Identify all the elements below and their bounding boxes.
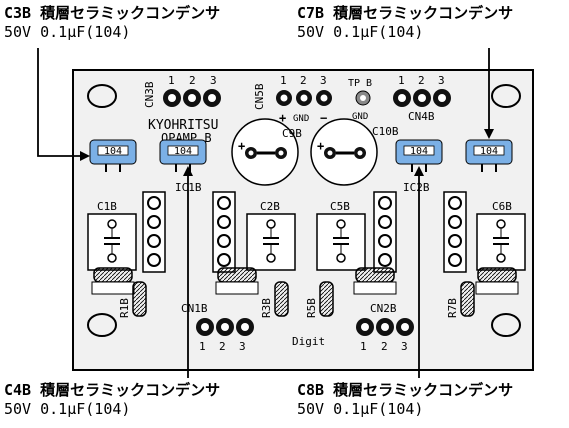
connector-cn4b: 1 2 3 CN4B bbox=[393, 74, 451, 123]
ceramic-capacitor-c4b: 104 bbox=[159, 139, 207, 172]
svg-text:3: 3 bbox=[401, 340, 408, 353]
mounting-hole bbox=[87, 313, 117, 337]
svg-text:R1B: R1B bbox=[118, 298, 131, 318]
svg-text:2: 2 bbox=[189, 74, 196, 87]
resistor-r1b: R1B bbox=[118, 281, 147, 318]
cn2b-label: CN2B bbox=[370, 302, 397, 315]
callout-c7b-spec: 50V 0.1μF(104) bbox=[297, 23, 424, 41]
capacitor-c6b: C6B bbox=[476, 200, 526, 271]
callout-c4b-title: C4B 積層セラミックコンデンサ bbox=[4, 381, 221, 399]
svg-text:3: 3 bbox=[239, 340, 246, 353]
svg-text:GND: GND bbox=[293, 114, 309, 124]
svg-text:1: 1 bbox=[360, 340, 367, 353]
callout-c7b: C7B 積層セラミックコンデンサ 50V 0.1μF(104) bbox=[297, 4, 513, 42]
callout-c8b-spec: 50V 0.1μF(104) bbox=[297, 400, 424, 418]
resistor-r5b: R5B bbox=[305, 281, 334, 318]
testpoint-tpb: TP B GND bbox=[348, 78, 372, 122]
svg-text:C5B: C5B bbox=[330, 200, 350, 213]
svg-text:GND: GND bbox=[352, 112, 368, 122]
capacitor-c1b: C1B bbox=[87, 200, 137, 271]
capacitor-c5b: C5B bbox=[316, 200, 366, 271]
svg-text:+: + bbox=[279, 111, 286, 125]
cn4b-label: CN4B bbox=[408, 110, 435, 123]
electrolytic-c10b: + C10B bbox=[310, 118, 399, 186]
svg-text:104: 104 bbox=[104, 146, 122, 157]
svg-text:1: 1 bbox=[199, 340, 206, 353]
svg-text:104: 104 bbox=[174, 146, 192, 157]
svg-text:3: 3 bbox=[210, 74, 217, 87]
ceramic-capacitor-c7b: 104 bbox=[465, 139, 513, 172]
mounting-hole bbox=[87, 84, 117, 108]
svg-text:C9B: C9B bbox=[282, 127, 302, 140]
svg-text:−: − bbox=[320, 111, 327, 125]
callout-c7b-title: C7B 積層セラミックコンデンサ bbox=[297, 4, 514, 22]
svg-text:+: + bbox=[317, 139, 324, 153]
digit-label: Digit bbox=[292, 335, 325, 348]
svg-text:C2B: C2B bbox=[260, 200, 280, 213]
connector-cn3b: CN3B 1 2 3 bbox=[143, 74, 221, 108]
callout-c3b: C3B 積層セラミックコンデンサ 50V 0.1μF(104) bbox=[4, 4, 220, 42]
connector-cn1b: CN1B 1 2 3 bbox=[181, 302, 254, 353]
svg-text:3: 3 bbox=[320, 74, 327, 87]
connector-cn2b: CN2B 1 2 3 bbox=[356, 302, 414, 353]
svg-text:1: 1 bbox=[280, 74, 287, 87]
resistor-r7b: R7B bbox=[446, 281, 475, 318]
svg-text:R5B: R5B bbox=[305, 298, 318, 318]
svg-text:2: 2 bbox=[300, 74, 307, 87]
cn1b-label: CN1B bbox=[181, 302, 208, 315]
trimmer-row bbox=[91, 267, 519, 295]
leader-c7b bbox=[484, 48, 494, 139]
svg-text:2: 2 bbox=[219, 340, 226, 353]
svg-text:2: 2 bbox=[381, 340, 388, 353]
cn5b-label: CN5B bbox=[253, 83, 266, 110]
ceramic-capacitor-c8b: 104 bbox=[395, 139, 443, 172]
svg-text:+: + bbox=[238, 139, 245, 153]
callout-c4b: C4B 積層セラミックコンデンサ 50V 0.1μF(104) bbox=[4, 381, 220, 419]
leader-c8b bbox=[414, 166, 424, 378]
svg-text:104: 104 bbox=[480, 146, 498, 157]
svg-text:R3B: R3B bbox=[260, 298, 273, 318]
connector-cn5b: CN5B 1 2 3 + GND − bbox=[253, 74, 332, 125]
svg-text:3: 3 bbox=[438, 74, 445, 87]
leader-c4b bbox=[183, 166, 193, 378]
svg-text:C10B: C10B bbox=[372, 125, 399, 138]
resistor-r3b: R3B bbox=[260, 281, 289, 318]
svg-text:104: 104 bbox=[410, 146, 428, 157]
callout-c4b-spec: 50V 0.1μF(104) bbox=[4, 400, 131, 418]
callout-c3b-spec: 50V 0.1μF(104) bbox=[4, 23, 131, 41]
callout-c8b-title: C8B 積層セラミックコンデンサ bbox=[297, 381, 514, 399]
ceramic-capacitor-c3b: 104 bbox=[89, 139, 137, 172]
ic2b-label: IC2B bbox=[403, 181, 430, 194]
svg-text:C6B: C6B bbox=[492, 200, 512, 213]
svg-text:TP B: TP B bbox=[348, 78, 372, 89]
mounting-hole bbox=[491, 84, 521, 108]
brand-label: KYOHRITSU bbox=[148, 118, 218, 133]
mounting-hole bbox=[491, 313, 521, 337]
svg-text:C1B: C1B bbox=[97, 200, 117, 213]
svg-text:2: 2 bbox=[418, 74, 425, 87]
cn3b-label: CN3B bbox=[143, 81, 156, 108]
ic1b-socket bbox=[142, 191, 236, 273]
callout-c3b-title: C3B 積層セラミックコンデンサ bbox=[4, 4, 221, 22]
electrolytic-c9b: + C9B bbox=[231, 118, 302, 186]
svg-text:1: 1 bbox=[398, 74, 405, 87]
callout-c8b: C8B 積層セラミックコンデンサ 50V 0.1μF(104) bbox=[297, 381, 513, 419]
capacitor-c2b: C2B bbox=[246, 200, 296, 271]
leader-c3b bbox=[37, 48, 90, 161]
ic2b-socket bbox=[373, 191, 467, 273]
svg-text:1: 1 bbox=[168, 74, 175, 87]
svg-text:R7B: R7B bbox=[446, 298, 459, 318]
